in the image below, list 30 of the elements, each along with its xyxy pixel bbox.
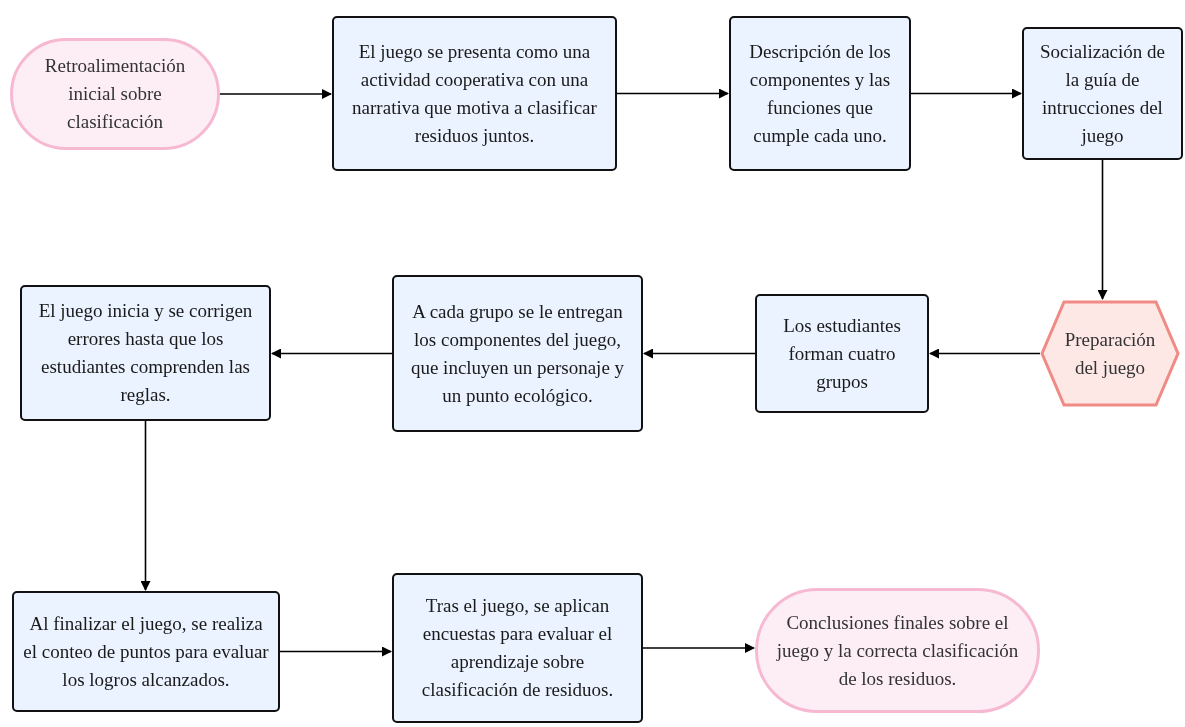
node-text: Retroalimentación inicial sobre clasificación [43,54,187,134]
node-text: Los estudiantes forman cuatro grupos [782,313,902,394]
process-box [392,275,643,432]
arrow [219,89,332,99]
arrow [642,643,755,653]
arrow [140,420,151,591]
node-text: El juego se presenta como una actividad cooperativa con una narrativa que motiva a clasificar residuos juntos. [351,39,598,148]
arrow [279,646,392,657]
arrow [1097,159,1108,300]
process-box [1022,27,1183,160]
node-text: Conclusiones finales sobre el juego y la correcta clasificación de los residuos. [775,610,1020,691]
node-text: Al finalizar el juego, se realiza el conteo de puntos para evaluar los logros alcanzados. [22,611,270,692]
process-box [729,16,911,171]
node-text: Tras el juego, se aplican encuestas para evaluar el aprendizaje sobre clasificación de residuos. [420,594,615,702]
arrow [910,88,1022,99]
preparation-hexagon [1040,300,1180,407]
arrow [616,88,729,99]
node-text: Socialización de la guía de intrucciones del juego [1039,39,1166,148]
node-text: Descripción de los componentes y las funciones que cumple cada uno. [748,39,892,148]
process-box [20,285,271,421]
arrow [271,348,393,359]
process-box [12,591,280,712]
process-box [392,573,643,723]
arrow [643,348,756,359]
node-text: El juego inicia y se corrigen errores hasta que los estudiantes comprenden las reglas. [37,299,254,407]
node-text: A cada grupo se le entregan los componentes del juego, que incluyen un personaje y un punto ecológico. [409,299,626,408]
process-box [755,294,929,413]
node-text: Preparación del juego [1064,327,1156,380]
arrow [929,348,1041,359]
process-box [332,16,617,171]
